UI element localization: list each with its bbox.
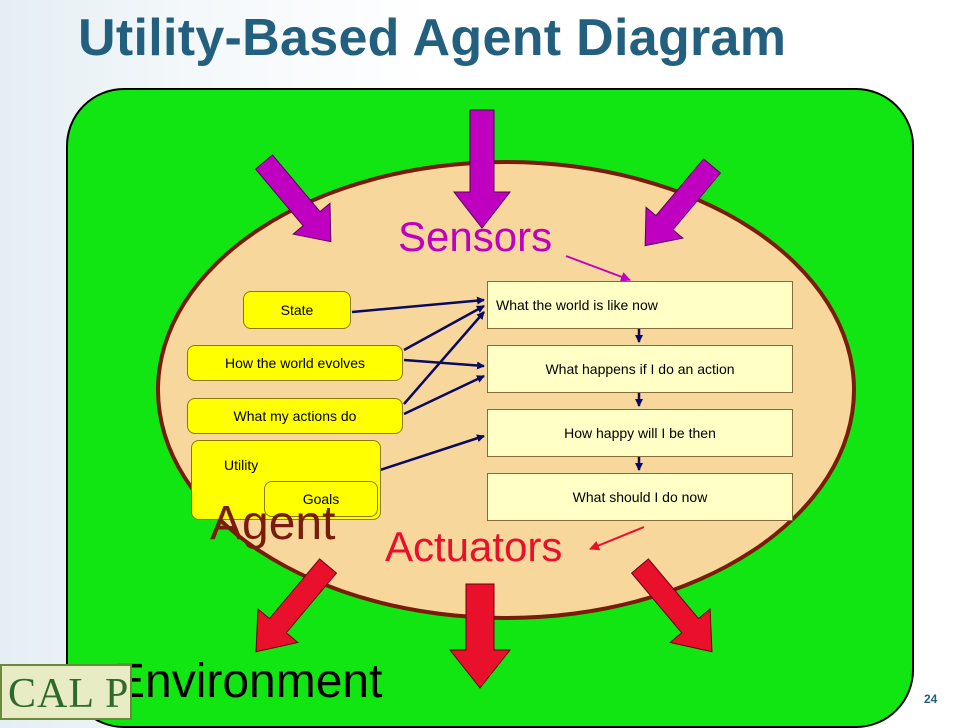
environment-label: Environment: [113, 655, 383, 708]
agent-label: Agent: [210, 497, 336, 550]
what-do-now-box: What should I do now: [487, 473, 793, 521]
state-box: State: [243, 291, 351, 329]
sensor-arrow-center: [452, 109, 512, 229]
utility-label: Utility: [224, 457, 259, 473]
actuators-pointer: [589, 526, 645, 551]
actuator-arrow-left: [255, 558, 338, 653]
what-my-actions-do-box: What my actions do: [187, 398, 403, 434]
goals-box: Goals: [264, 481, 378, 517]
page-title: Utility-Based Agent Diagram: [78, 9, 787, 67]
cal-poly-logo: CAL POLY: [0, 664, 132, 720]
actuator-arrow-center: [448, 583, 512, 689]
how-happy-box: How happy will I be then: [487, 409, 793, 457]
page-number: 24: [924, 692, 938, 706]
sensor-arrow-right: [644, 158, 722, 247]
sensors-pointer: [565, 255, 631, 282]
sensor-arrow-left: [254, 154, 332, 243]
actuators-label: Actuators: [385, 523, 563, 570]
sensors-label: Sensors: [398, 213, 553, 260]
logo-text: CAL POLY: [8, 671, 130, 717]
knowledge-connectors: [351, 296, 485, 472]
actuator-arrow-right: [630, 558, 713, 653]
happens-if-action-box: What happens if I do an action: [487, 345, 793, 393]
world-now-box: What the world is like now: [487, 281, 793, 329]
how-world-evolves-box: How the world evolves: [187, 345, 403, 381]
